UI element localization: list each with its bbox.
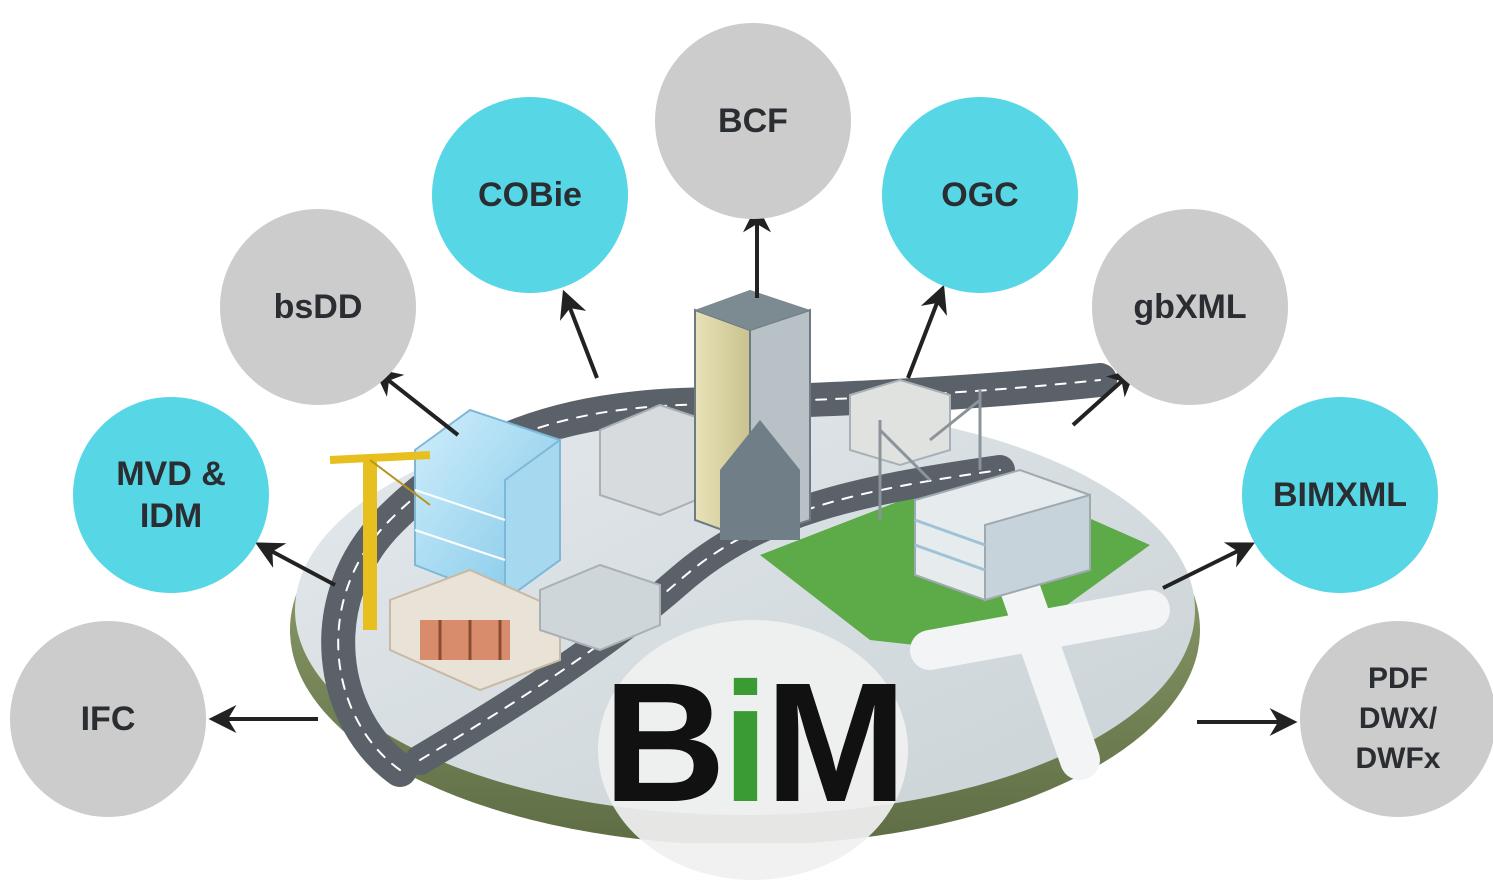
office-block [914,468,1091,602]
central-tower [694,290,811,542]
node-mvd-idm: MVD & IDM [73,397,269,593]
arrow-gbxml [1071,368,1137,427]
node-bsdd-label: bsDD [273,288,363,326]
node-bsdd: bsDD [220,209,416,405]
arrow-cobie [559,289,599,379]
glass-building [414,408,561,602]
bim-logo-b: B [603,648,726,838]
arrow-bsdd [373,368,460,437]
node-mvd-idm-label: MVD & IDM [116,455,226,535]
arrow-mvd [255,542,336,587]
node-pdf-dwx-dwfx-label: PDF DWX/ DWFx [1355,662,1441,775]
bim-logo-m: M [765,648,907,838]
node-ifc: IFC [10,621,206,817]
node-pdf-dwx-dwfx: PDF DWX/ DWFx [1300,621,1493,817]
node-bcf-label: BCF [718,102,788,140]
bim-logo: BiM [598,620,908,880]
arrows [208,204,1298,736]
node-bimxml-label: BIMXML [1272,476,1408,514]
node-bcf: BCF [655,23,851,219]
arrow-bimxml [1162,542,1256,590]
node-gbxml: gbXML [1092,209,1288,405]
bim-logo-text: BiM [598,658,908,828]
node-ifc-label: IFC [80,700,136,738]
node-cobie: COBie [432,97,628,293]
low-buildings [539,378,951,652]
bridge [878,390,982,520]
bim-city-illustration [208,204,1298,843]
construction-site [389,568,561,692]
crane [329,451,431,630]
node-cobie-label: COBie [478,176,582,214]
arrow-ogc [906,284,947,379]
node-ogc-label: OGC [941,176,1019,214]
node-ogc: OGC [882,97,1078,293]
node-bimxml: BIMXML [1242,397,1438,593]
node-gbxml-label: gbXML [1133,288,1247,326]
bim-logo-i: i [721,648,769,838]
